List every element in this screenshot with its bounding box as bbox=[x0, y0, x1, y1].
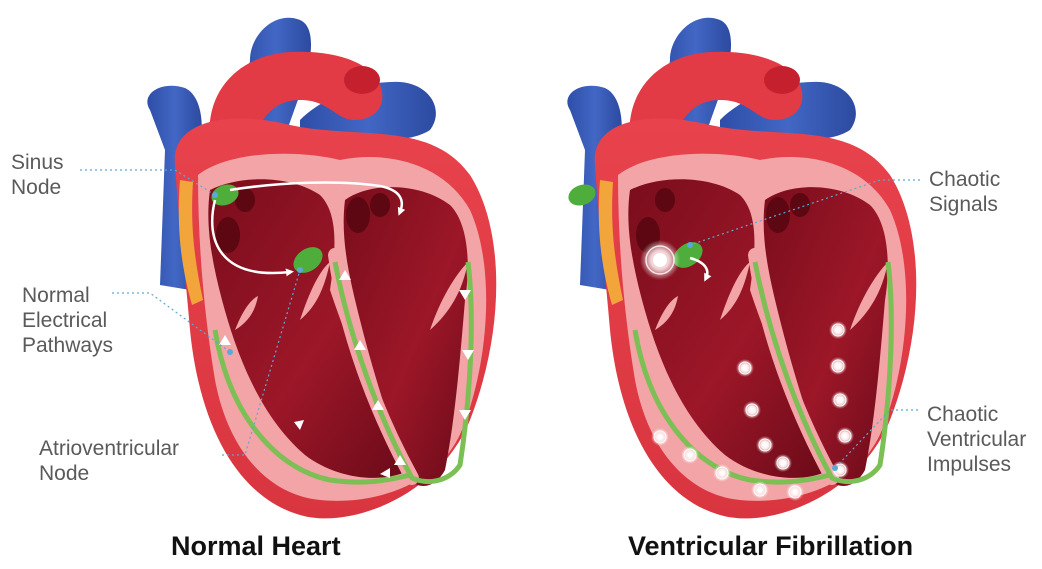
caption-normal-heart: Normal Heart bbox=[171, 531, 341, 562]
vfib-heart-illustration bbox=[565, 18, 916, 519]
label-av-node-line1: Atrioventricular bbox=[39, 436, 179, 461]
label-chaotic-impulses: Chaotic Ventricular Impulses bbox=[927, 402, 1026, 477]
label-sinus-node: Sinus Node bbox=[11, 150, 64, 200]
label-chaotic-impulses-line2: Ventricular bbox=[927, 427, 1026, 452]
label-av-node: Atrioventricular Node bbox=[39, 436, 179, 486]
label-normal-pathways-line2: Electrical bbox=[22, 308, 113, 333]
normal-heart-illustration bbox=[147, 18, 496, 519]
label-normal-pathways-line1: Normal bbox=[22, 283, 113, 308]
label-chaotic-signals-line2: Signals bbox=[929, 192, 1000, 217]
label-av-node-line2: Node bbox=[39, 461, 179, 486]
label-sinus-node-line1: Sinus bbox=[11, 150, 64, 175]
label-chaotic-signals-line1: Chaotic bbox=[929, 167, 1000, 192]
label-sinus-node-line2: Node bbox=[11, 175, 64, 200]
label-chaotic-impulses-line1: Chaotic bbox=[927, 402, 1026, 427]
label-chaotic-signals: Chaotic Signals bbox=[929, 167, 1000, 217]
label-normal-pathways-line3: Pathways bbox=[22, 333, 113, 358]
caption-ventricular-fibrillation: Ventricular Fibrillation bbox=[628, 531, 913, 562]
label-chaotic-impulses-line3: Impulses bbox=[927, 452, 1026, 477]
label-normal-pathways: Normal Electrical Pathways bbox=[22, 283, 113, 358]
chaotic-signal-burst bbox=[640, 240, 680, 280]
